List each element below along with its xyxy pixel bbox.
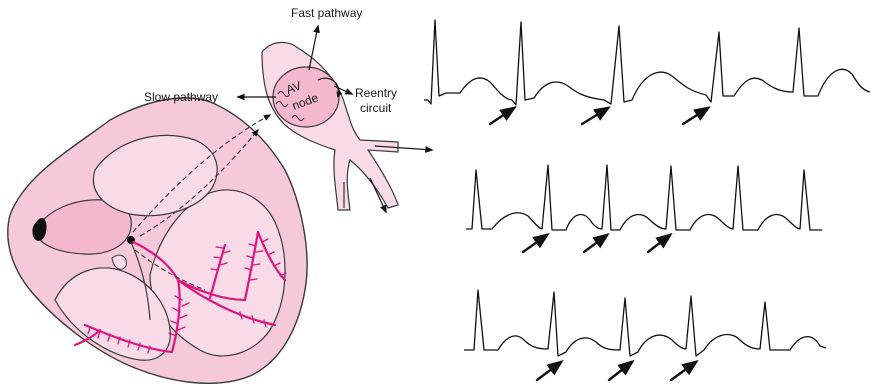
arrow-p-wave-8 [609,362,632,380]
arrow-p-wave-6 [648,235,670,252]
ecg-trace-middle [466,165,822,230]
reentry-circuit-label-2: circuit [360,101,392,115]
ecg-trace-bottom [464,290,826,356]
heart [8,98,307,383]
ecg-strip-middle [466,165,822,252]
ecg-arrows-middle [523,235,670,252]
ecg-arrows-bottom [537,362,696,380]
fast-pathway-label: Fast pathway [291,6,362,20]
ecg-arrows-top [490,108,708,124]
arrow-p-wave-7 [537,362,561,380]
slow-pathway-label: Slow pathway [144,90,218,104]
ecg-strip-top [424,20,870,124]
reentry-circuit-label-1: Reentry [355,86,397,100]
ecg-trace-top [424,20,870,105]
arrow-p-wave-2 [582,108,608,124]
arrow-p-wave-1 [490,108,514,124]
ecg-strip-bottom [464,290,826,380]
arrow-p-wave-3 [683,108,708,124]
arrow-p-wave-5 [584,235,607,252]
arrow-p-wave-9 [671,362,696,380]
arrow-p-wave-4 [523,235,547,252]
